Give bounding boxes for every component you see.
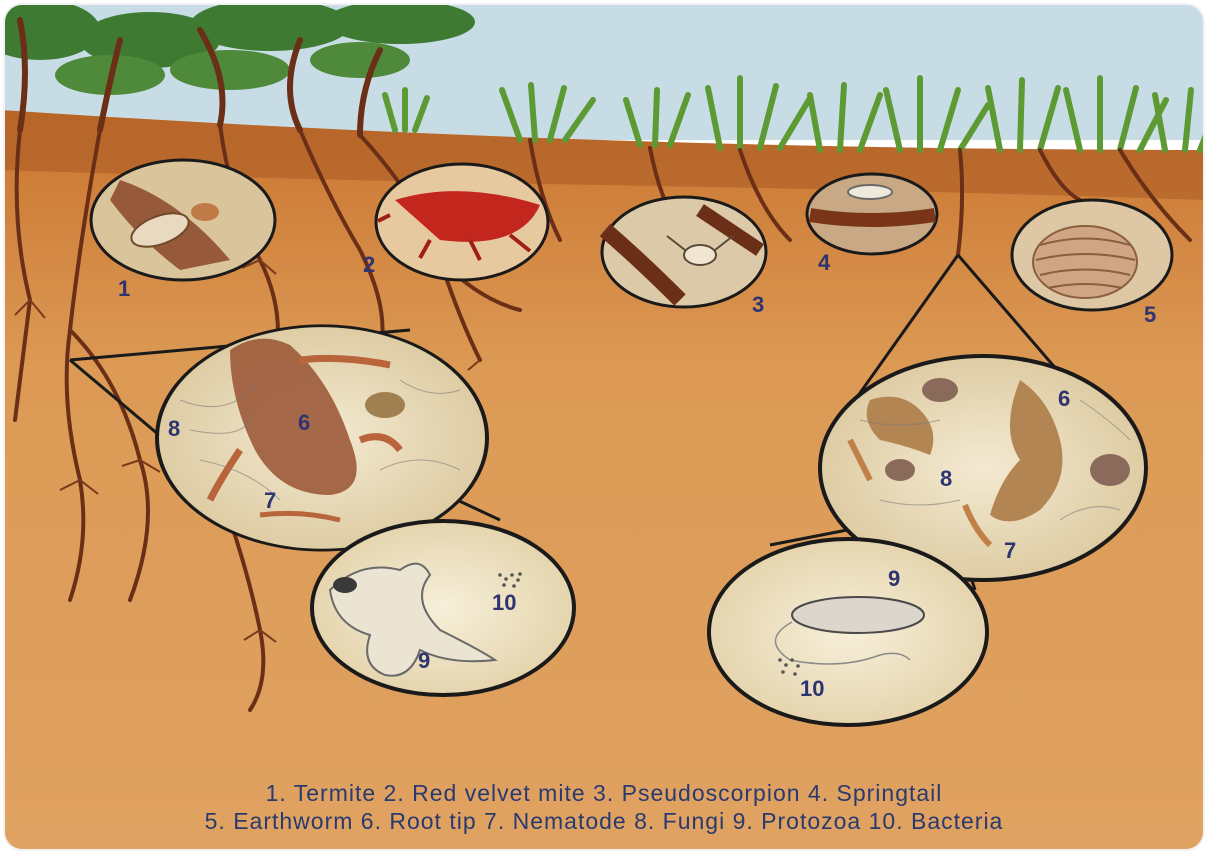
label-6-right: 6 — [1058, 386, 1070, 411]
springtail-vignette — [807, 174, 937, 254]
earthworm-vignette — [1012, 200, 1172, 310]
label-8-left: 8 — [168, 416, 180, 441]
legend-line-2: 5. Earthworm 6. Root tip 7. Nematode 8. … — [0, 808, 1208, 835]
label-9-right: 9 — [888, 566, 900, 591]
label-9-left: 9 — [418, 648, 430, 673]
root-tip-zoom-left — [157, 326, 487, 550]
label-6-left: 6 — [298, 410, 310, 435]
label-10-left: 10 — [492, 590, 516, 615]
label-7-left: 7 — [264, 488, 276, 513]
pseudoscorpion-vignette — [602, 197, 766, 307]
red-velvet-mite-vignette — [376, 164, 548, 280]
label-3: 3 — [752, 292, 764, 317]
label-2: 2 — [363, 252, 375, 277]
label-7-right: 7 — [1004, 538, 1016, 563]
protozoa-zoom-right — [709, 539, 987, 725]
label-5: 5 — [1144, 302, 1156, 327]
legend-line-1: 1. Termite 2. Red velvet mite 3. Pseudos… — [0, 780, 1208, 807]
label-4: 4 — [818, 250, 831, 275]
label-10-right: 10 — [800, 676, 824, 701]
protozoa-zoom-left — [312, 521, 574, 695]
label-1: 1 — [118, 276, 130, 301]
label-8-right: 8 — [940, 466, 952, 491]
termite-vignette — [91, 160, 275, 280]
